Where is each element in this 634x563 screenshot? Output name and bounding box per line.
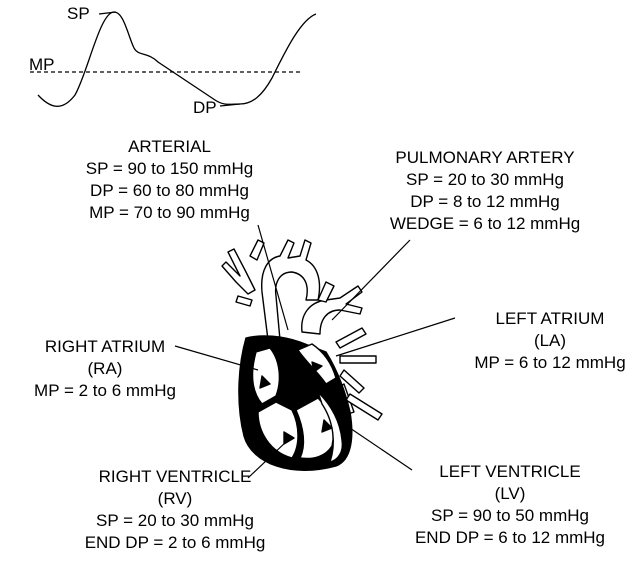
- pulmonary-vein-upper: [336, 328, 366, 348]
- pulmonary-artery-sp: SP = 20 to 30 mmHg: [355, 169, 615, 191]
- waveform-dp-label: DP: [193, 97, 217, 119]
- left-ventricle-sp: SP = 90 to 50 mmHg: [385, 505, 634, 527]
- vessel-branch-left-2: [236, 296, 252, 306]
- right-ventricle-sp: SP = 20 to 30 mmHg: [50, 510, 300, 532]
- pulmonary-artery-label-block: PULMONARY ARTERY SP = 20 to 30 mmHg DP =…: [355, 147, 615, 235]
- left-ventricle-label-block: LEFT VENTRICLE (LV) SP = 90 to 50 mmHg E…: [385, 461, 634, 549]
- left-atrium-title: LEFT ATRIUM: [445, 308, 634, 330]
- pressure-waveform: [30, 12, 316, 106]
- right-ventricle-end-dp: END DP = 2 to 6 mmHg: [50, 532, 300, 554]
- pulmonary-artery-wedge: WEDGE = 6 to 12 mmHg: [355, 213, 615, 235]
- left-ventricle-abbr: (LV): [385, 483, 634, 505]
- arterial-title: ARTERIAL: [62, 136, 277, 158]
- pulmonary-vein-lower: [340, 356, 376, 363]
- waveform-sp-label: SP: [67, 3, 90, 25]
- pulmonary-artery-dp: DP = 8 to 12 mmHg: [355, 191, 615, 213]
- right-ventricle-title: RIGHT VENTRICLE: [50, 466, 300, 488]
- arterial-dp: DP = 60 to 80 mmHg: [62, 180, 277, 202]
- right-atrium-abbr: (RA): [10, 358, 200, 380]
- pa-leader: [332, 240, 410, 320]
- left-atrium-mp: MP = 6 to 12 mmHg: [445, 352, 634, 374]
- right-atrium-title: RIGHT ATRIUM: [10, 336, 200, 358]
- left-atrium-label-block: LEFT ATRIUM (LA) MP = 6 to 12 mmHg: [445, 308, 634, 374]
- left-ventricle-end-dp: END DP = 6 to 12 mmHg: [385, 527, 634, 549]
- right-atrium-mp: MP = 2 to 6 mmHg: [10, 380, 200, 402]
- right-ventricle-abbr: (RV): [50, 488, 300, 510]
- left-ventricle-title: LEFT VENTRICLE: [385, 461, 634, 483]
- arterial-mp: MP = 70 to 90 mmHg: [62, 202, 277, 224]
- right-ventricle-label-block: RIGHT VENTRICLE (RV) SP = 20 to 30 mmHg …: [50, 466, 300, 554]
- sp-leader-line: [99, 12, 116, 14]
- right-atrium-label-block: RIGHT ATRIUM (RA) MP = 2 to 6 mmHg: [10, 336, 200, 402]
- right-atrium-chamber: [253, 348, 280, 404]
- pressure-waveform-curve: [38, 12, 316, 106]
- pulmonary-artery-title: PULMONARY ARTERY: [355, 147, 615, 169]
- vessel-branch-left: [250, 240, 264, 260]
- heart-illustration: [222, 240, 382, 470]
- waveform-mp-label: MP: [29, 54, 55, 76]
- arterial-sp: SP = 90 to 150 mmHg: [62, 158, 277, 180]
- left-atrium-abbr: (LA): [445, 330, 634, 352]
- arterial-label-block: ARTERIAL SP = 90 to 150 mmHg DP = 60 to …: [62, 136, 277, 224]
